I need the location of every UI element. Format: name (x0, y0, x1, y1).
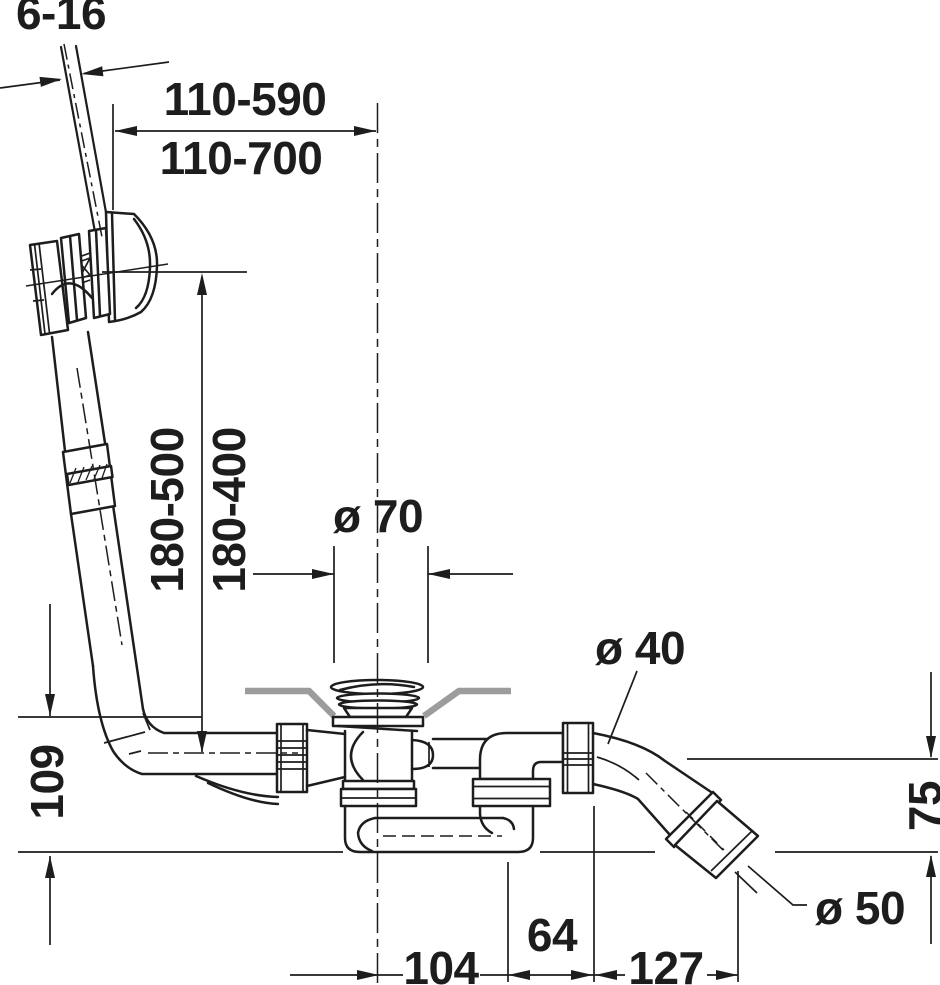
dim-label-length-700: 110-700 (159, 132, 323, 184)
overflow-elbow (91, 664, 280, 806)
dim-cable-clamp (0, 61, 170, 89)
dim-overflow-height (102, 271, 247, 753)
bathtub-floor-section (245, 687, 511, 719)
dim-label-104: 104 (403, 942, 479, 985)
overflow-cable (59, 44, 111, 234)
dim-flange-diameter (253, 546, 513, 663)
dim-label-75: 75 (899, 780, 940, 832)
dim-label-dia-70: ø 70 (332, 490, 424, 542)
trap-bottom-pipe (343, 804, 535, 854)
dim-label-height-400: 180-400 (203, 427, 255, 593)
overflow-head (28, 210, 159, 337)
outlet-45-bend (591, 731, 716, 837)
dim-label-109: 109 (21, 744, 73, 820)
dim-bottom-lengths (290, 806, 739, 982)
leader-sleeve-diameter (747, 865, 807, 906)
dim-cable-length (112, 104, 376, 210)
outlet-nut (561, 721, 595, 795)
dim-label-127: 127 (628, 942, 704, 985)
centerlines (25, 43, 727, 984)
dim-label-height-500: 180-500 (141, 427, 193, 593)
dim-outlet-height (540, 672, 938, 944)
dim-label-cable-range: 6-16 (15, 0, 107, 39)
dim-label-length-590: 110-590 (163, 73, 327, 125)
dim-trap-height (18, 604, 343, 945)
dim-label-dia-50: ø 50 (814, 882, 906, 934)
leader-outlet-pipe-diameter (607, 670, 638, 745)
trap-inlet-nut (275, 722, 347, 794)
outlet-sleeve (664, 790, 760, 894)
dim-label-64: 64 (526, 909, 578, 961)
dim-label-dia-40: ø 40 (594, 622, 686, 674)
outlet-elbow (471, 731, 565, 808)
overflow-pipe (50, 330, 145, 711)
